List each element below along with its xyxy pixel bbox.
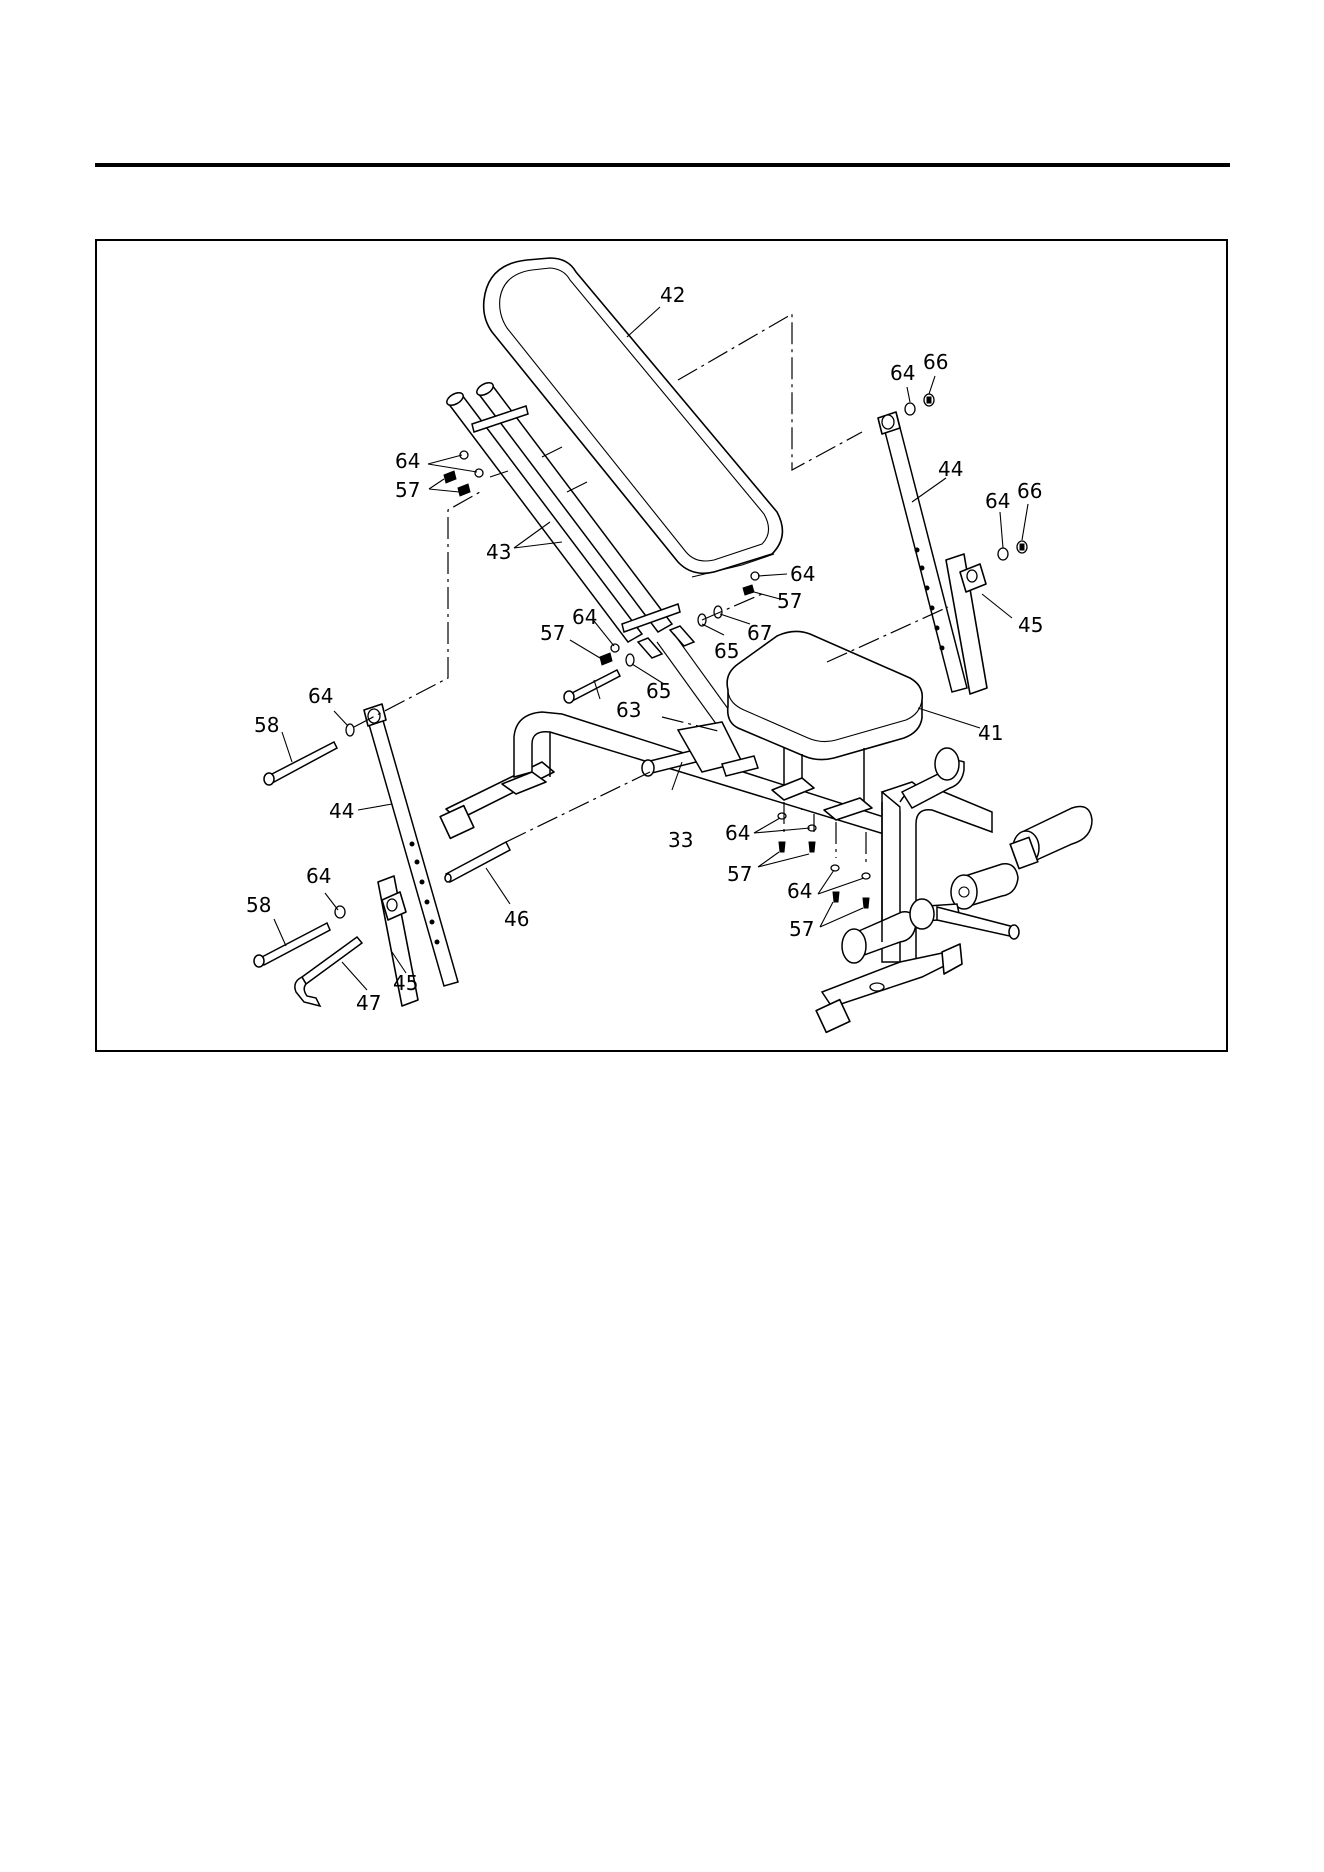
callout-63: 63 bbox=[616, 698, 641, 722]
callout-64: 64 bbox=[308, 684, 333, 708]
callout-44: 44 bbox=[329, 799, 354, 823]
callout-57: 57 bbox=[540, 621, 565, 645]
main-frame-33 bbox=[440, 712, 992, 1032]
rod-46 bbox=[445, 842, 510, 882]
callout-57: 57 bbox=[727, 862, 752, 886]
callout-45: 45 bbox=[1018, 613, 1043, 637]
callout-42: 42 bbox=[660, 283, 685, 307]
callout-66: 66 bbox=[1017, 479, 1042, 503]
callout-64: 64 bbox=[306, 864, 331, 888]
callout-45: 45 bbox=[393, 971, 418, 995]
header-rule bbox=[95, 163, 1230, 167]
hook-pin-47 bbox=[295, 937, 362, 1006]
callout-57: 57 bbox=[777, 589, 802, 613]
callout-64: 64 bbox=[790, 562, 815, 586]
callout-64: 64 bbox=[725, 821, 750, 845]
callout-47: 47 bbox=[356, 991, 381, 1015]
callout-66: 66 bbox=[923, 350, 948, 374]
callout-64: 64 bbox=[985, 489, 1010, 513]
callout-43: 43 bbox=[486, 540, 511, 564]
callout-65: 65 bbox=[646, 679, 671, 703]
exploded-assembly-diagram: 42 64 66 44 64 66 64 57 43 64 57 45 57 6… bbox=[97, 241, 1226, 1050]
upright-tube-44-left bbox=[364, 704, 458, 986]
callout-44: 44 bbox=[938, 457, 963, 481]
callout-64: 64 bbox=[572, 605, 597, 629]
callout-58: 58 bbox=[254, 713, 279, 737]
callout-41: 41 bbox=[978, 721, 1003, 745]
callout-46: 46 bbox=[504, 907, 529, 931]
backrest-pad-42 bbox=[484, 258, 783, 577]
bolt-58-top bbox=[264, 742, 337, 785]
leg-rollers bbox=[842, 748, 1092, 963]
callout-57: 57 bbox=[395, 478, 420, 502]
callout-64: 64 bbox=[395, 449, 420, 473]
callout-33: 33 bbox=[668, 828, 693, 852]
upright-tube-44-right bbox=[878, 412, 967, 692]
callout-58: 58 bbox=[246, 893, 271, 917]
callout-65: 65 bbox=[714, 639, 739, 663]
callout-64: 64 bbox=[787, 879, 812, 903]
assembly-figure-frame: 42 64 66 44 64 66 64 57 43 64 57 45 57 6… bbox=[95, 239, 1228, 1052]
bolt-58-bottom bbox=[254, 923, 330, 967]
callout-57: 57 bbox=[789, 917, 814, 941]
bolt-63 bbox=[564, 670, 620, 703]
callout-67: 67 bbox=[747, 621, 772, 645]
callout-64: 64 bbox=[890, 361, 915, 385]
